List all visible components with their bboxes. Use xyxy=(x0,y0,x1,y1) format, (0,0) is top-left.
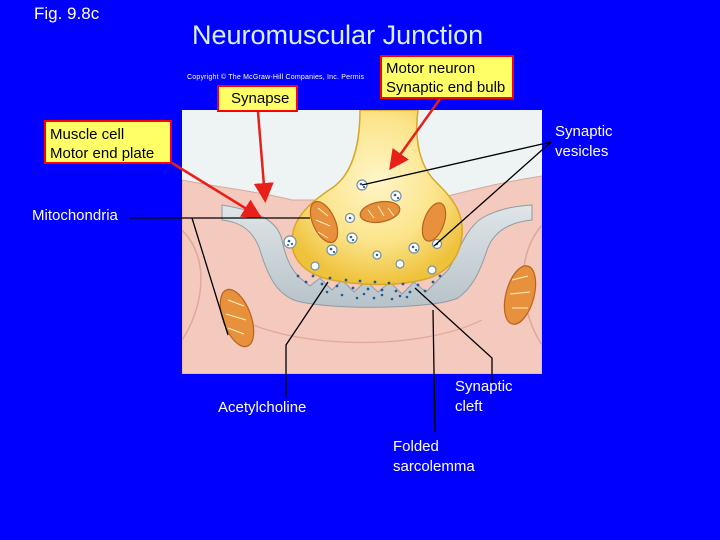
folded-sarcolemma-label-line-1: Folded xyxy=(393,438,439,455)
synaptic-cleft-label: Synaptic cleft xyxy=(455,377,513,417)
synaptic-vesicles-label-line-1: Synaptic xyxy=(555,123,613,140)
synaptic-cleft-label-line-1: Synaptic xyxy=(455,378,513,395)
mitochondrion-2 xyxy=(359,200,401,224)
muscle-cell-label: Muscle cell xyxy=(50,126,125,143)
muscle-cell-label-box: Muscle cell Motor end plate xyxy=(44,120,172,164)
mitochondria-label: Mitochondria xyxy=(32,207,118,224)
synapse-label: Synapse xyxy=(231,90,290,107)
folded-sarcolemma-label: Folded sarcolemma xyxy=(393,437,475,477)
synaptic-cleft-label-line-2: cleft xyxy=(455,398,483,415)
synaptic-end-bulb-label: Synaptic end bulb xyxy=(386,79,506,96)
folded-sarcolemma-label-line-2: sarcolemma xyxy=(393,458,475,475)
synapse-label-box: Synapse xyxy=(217,85,298,112)
acetylcholine-label: Acetylcholine xyxy=(218,399,307,416)
figure-number: Fig. 9.8c xyxy=(34,4,100,23)
synaptic-vesicles-label: Synaptic vesicles xyxy=(555,122,613,162)
synaptic-vesicles-label-line-2: vesicles xyxy=(555,143,609,160)
mitochondria xyxy=(219,200,537,348)
copyright-notice: Copyright © The McGraw-Hill Companies, I… xyxy=(187,74,365,81)
motor-neuron-label: Motor neuron xyxy=(386,60,476,77)
mitochondrion-1 xyxy=(309,200,339,244)
neuromuscular-junction-illustration xyxy=(182,110,542,374)
motor-neuron-label-box: Motor neuron Synaptic end bulb xyxy=(380,55,514,99)
diagram-title: Neuromuscular Junction xyxy=(192,20,484,50)
motor-end-plate-label: Motor end plate xyxy=(50,145,155,162)
